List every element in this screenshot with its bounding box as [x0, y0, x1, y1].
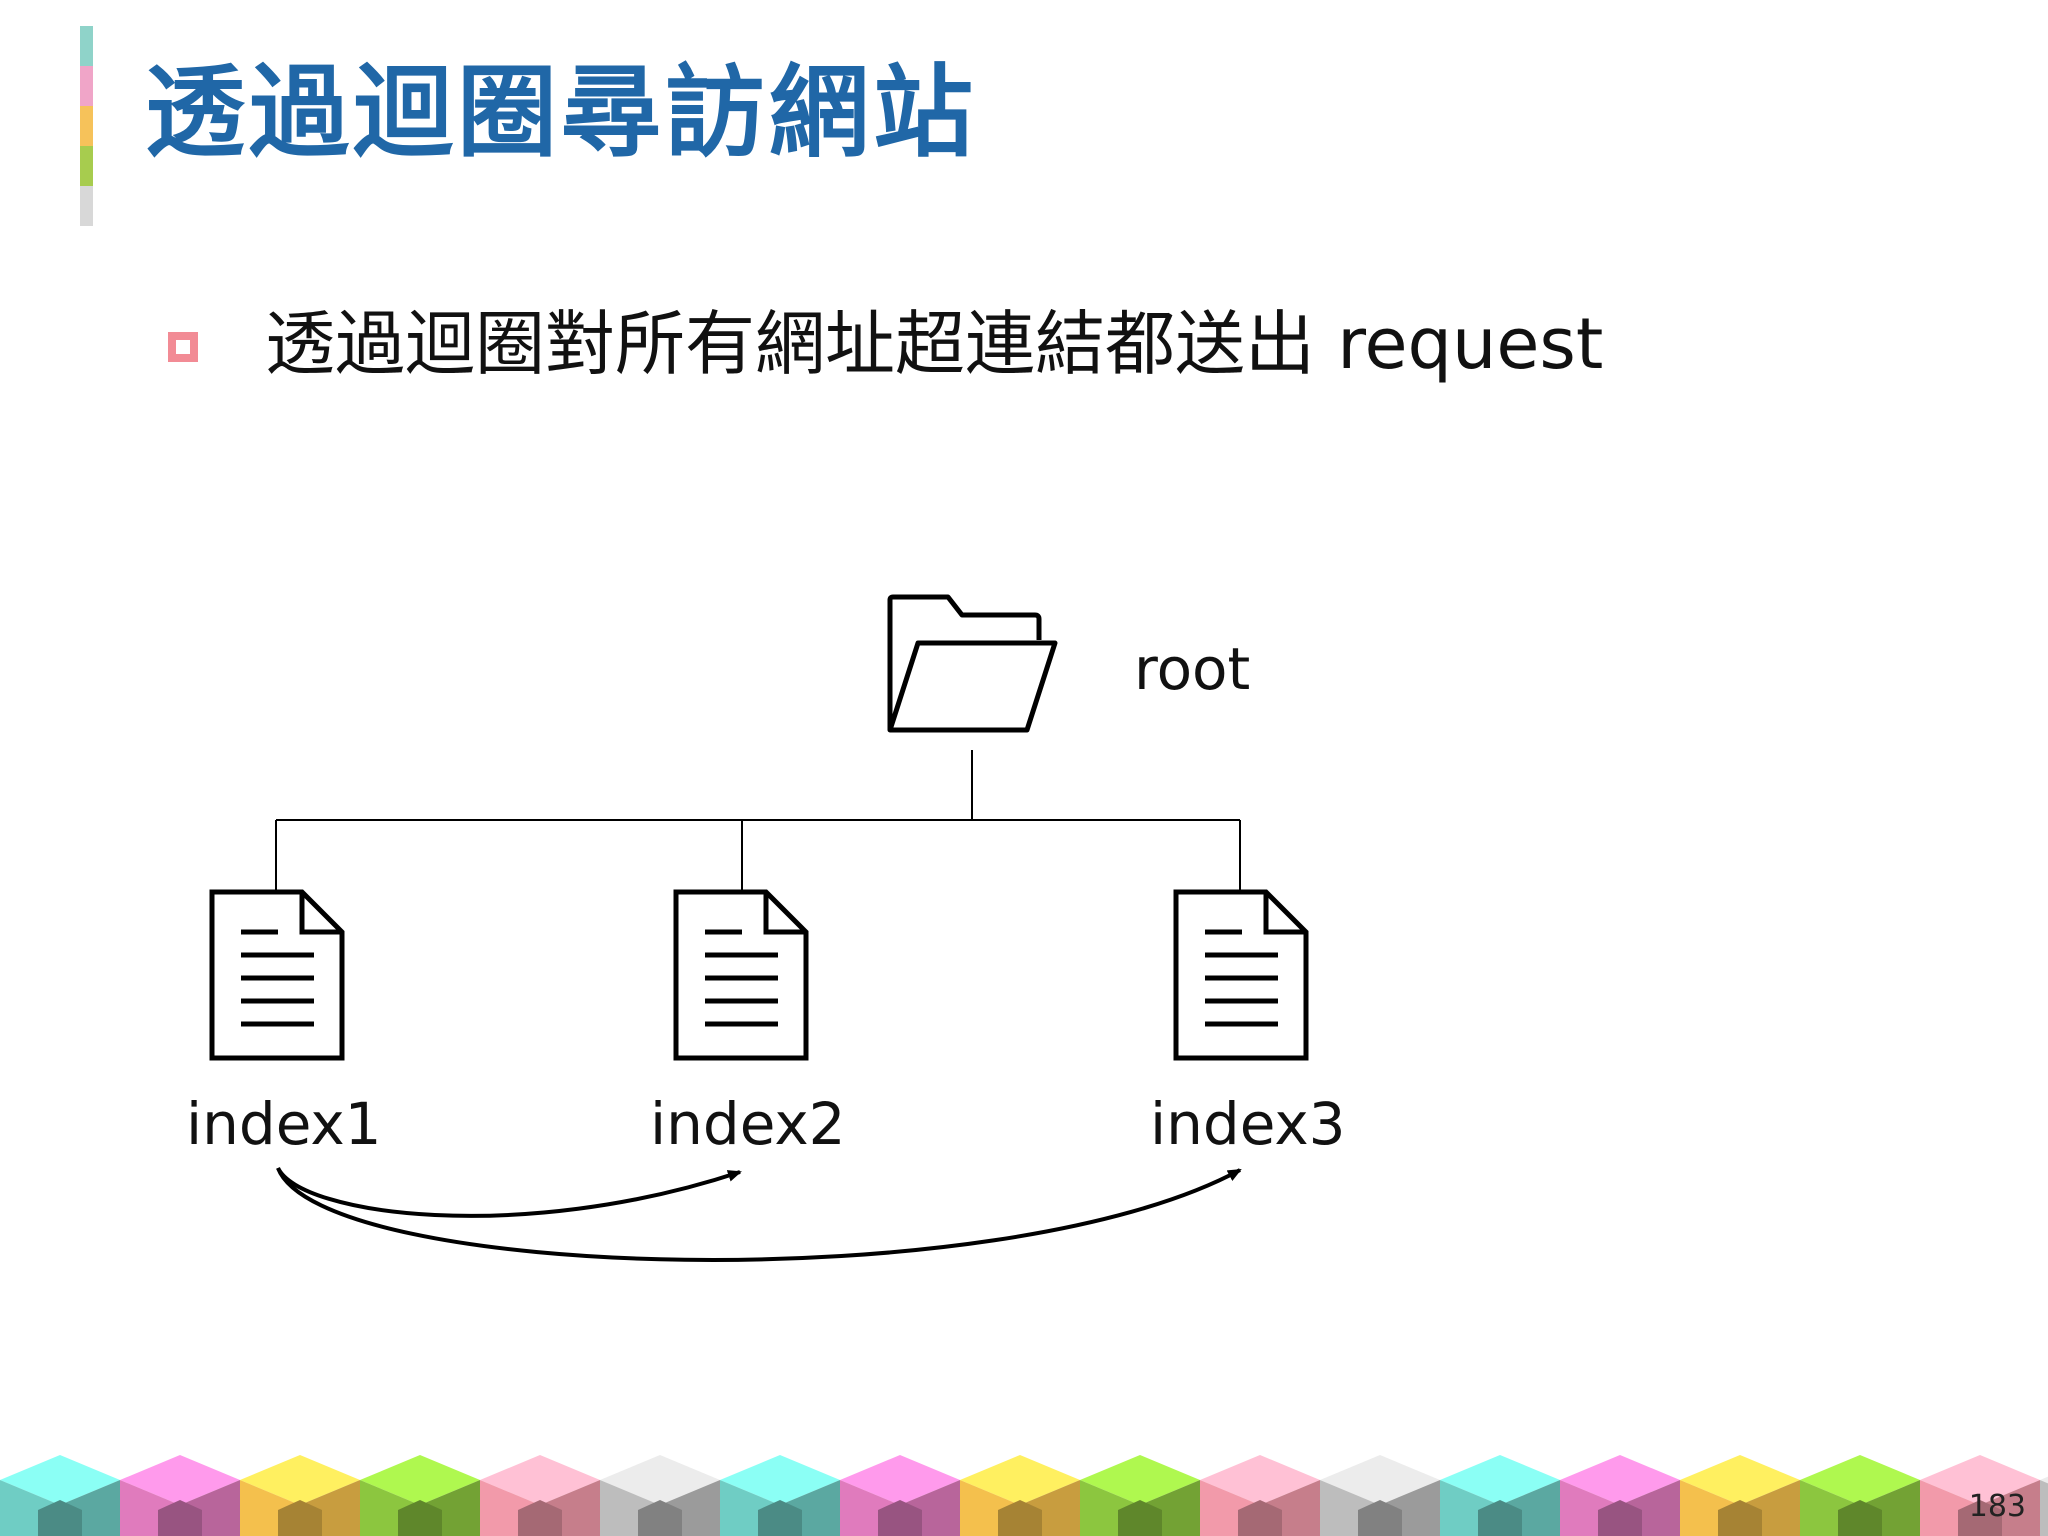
cube-inner	[1478, 1500, 1522, 1536]
index1-label: index1	[186, 1090, 382, 1158]
document-icon	[209, 889, 345, 1061]
cube-left	[2040, 1480, 2048, 1536]
tree-connectors	[275, 750, 1241, 892]
page-number: 183	[1968, 1489, 2026, 1524]
bullet-marker	[168, 332, 198, 362]
site-tree-diagram	[209, 594, 1309, 1262]
cube-inner	[38, 1500, 82, 1536]
cube-inner	[638, 1500, 682, 1536]
arrow-index1-to-index3	[276, 1167, 1242, 1262]
index2-label: index2	[650, 1090, 846, 1158]
cube-top	[2040, 1476, 2048, 1484]
folder-icon	[887, 594, 1058, 733]
bullet-text: 透過迴圈對所有網址超連結都送出 request	[265, 303, 1604, 385]
document-icon	[673, 889, 809, 1061]
request-arrows	[276, 1167, 1242, 1262]
cube-inner	[398, 1500, 442, 1536]
title-accent-bar	[80, 26, 93, 226]
cube-inner	[278, 1500, 322, 1536]
decorative-cube-footer	[0, 1455, 2048, 1536]
cube-inner	[1238, 1500, 1282, 1536]
slide-title: 透過迴圈尋訪網站	[145, 54, 977, 171]
cube-inner	[1838, 1500, 1882, 1536]
cube-inner	[998, 1500, 1042, 1536]
cube-inner	[1118, 1500, 1162, 1536]
document-icon	[1173, 889, 1309, 1061]
index3-label: index3	[1150, 1090, 1346, 1158]
arrow-index1-to-index2	[276, 1167, 742, 1218]
cube-inner	[1598, 1500, 1642, 1536]
root-label: root	[1134, 635, 1251, 703]
cube-inner	[1958, 1500, 2002, 1536]
cube-inner	[158, 1500, 202, 1536]
cube-inner	[1358, 1500, 1402, 1536]
cube-inner	[518, 1500, 562, 1536]
cube-inner	[758, 1500, 802, 1536]
cube-inner	[1718, 1500, 1762, 1536]
cube-inner	[878, 1500, 922, 1536]
